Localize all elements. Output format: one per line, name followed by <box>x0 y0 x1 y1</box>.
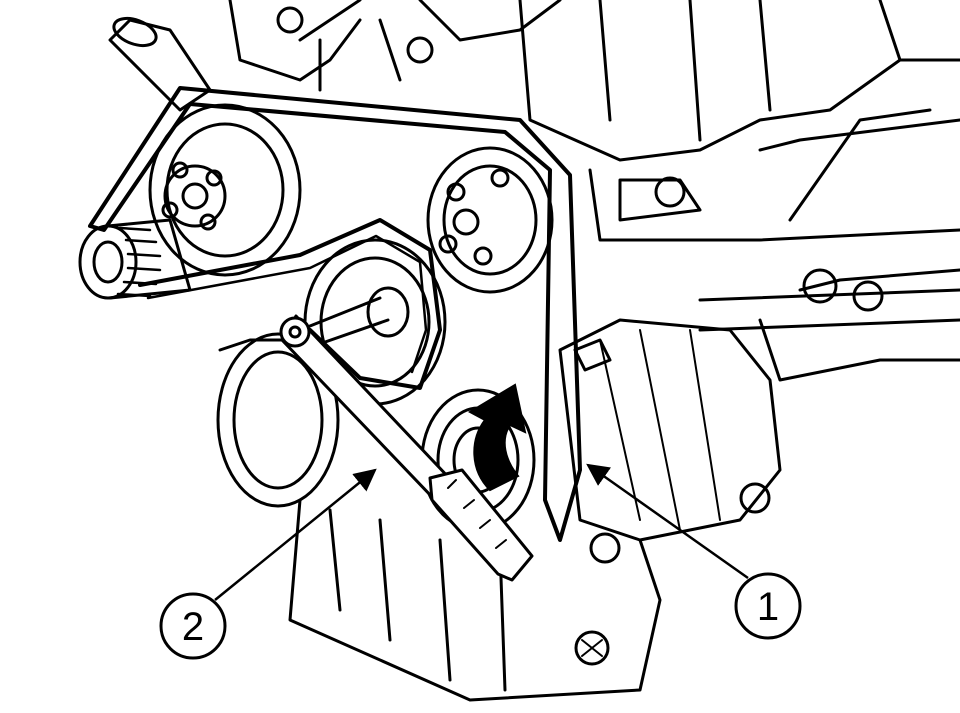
oil-pan <box>288 498 662 702</box>
callout-2-label: 2 <box>182 605 204 649</box>
pulley-grooved <box>78 218 192 300</box>
drive-belt <box>88 86 582 542</box>
callout-1-label: 1 <box>757 585 779 629</box>
pulley-upper-right <box>426 146 554 294</box>
coolant-pipe <box>108 16 212 112</box>
wrench-tool <box>279 314 534 582</box>
engine-block <box>228 0 960 382</box>
callout-2-leader <box>214 468 377 601</box>
callout-1-leader <box>586 463 749 580</box>
curved-arrow-icon <box>467 383 527 492</box>
callout-2: 2 <box>159 592 227 660</box>
callout-1: 1 <box>734 572 802 640</box>
pulley-upper-left <box>148 103 302 277</box>
alternator <box>558 318 782 564</box>
